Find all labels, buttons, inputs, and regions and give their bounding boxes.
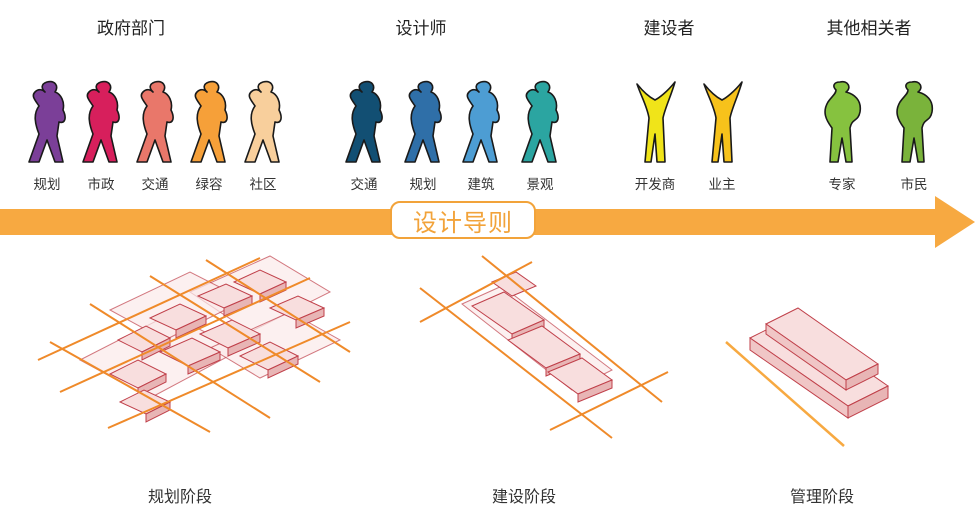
stage-label-management: 管理阶段 [789,487,855,506]
group-title-builders: 建设者 [643,19,695,39]
figure-label-architecture: 建筑 [467,177,495,193]
stage-label-construction: 建设阶段 [491,487,557,506]
figure-label-municipal: 市政 [87,177,115,193]
figure-expert-icon [820,78,864,164]
figure-label-greening: 绿容 [195,177,223,193]
management-guide-line [725,341,845,447]
figure-label-citizen: 市民 [900,177,928,193]
figure-label-landscape: 景观 [526,177,554,193]
figure-citizen-icon [892,78,936,164]
figure-traffic-icon [133,78,177,164]
management-stage-sketch [725,307,889,447]
figure-label-traffic: 交通 [141,177,169,193]
figure-architecture-icon [459,78,503,164]
figure-traffic-designer-icon [342,78,386,164]
figure-label-expert: 专家 [828,177,856,193]
design-guideline-banner: 设计导则 [390,201,536,239]
construction-blocks [461,271,614,403]
planning-stage-sketch [37,255,351,433]
figure-label-traffic-designer: 交通 [350,177,378,193]
group-title-others: 其他相关者 [826,19,912,39]
planning-guide-lines [37,257,351,433]
figure-label-owner: 业主 [708,177,736,193]
figure-owner-icon [700,78,744,164]
construction-stage-sketch [419,255,669,439]
figure-municipal-icon [79,78,123,164]
construction-guide-lines [419,255,669,439]
group-title-designers: 设计师 [395,19,447,39]
figure-label-developer: 开发商 [634,177,676,193]
figure-planning-icon [25,78,69,164]
figure-community-icon [241,78,285,164]
figure-landscape-icon [518,78,562,164]
figure-developer-icon [633,78,677,164]
management-block [749,307,889,419]
figure-greening-icon [187,78,231,164]
figure-label-community: 社区 [249,177,277,193]
figure-planning-designer-icon [401,78,445,164]
figure-label-planning: 规划 [33,177,61,193]
figure-label-planning-designer: 规划 [409,177,437,193]
group-title-government: 政府部门 [97,19,165,39]
design-guideline-label: 设计导则 [413,208,513,237]
stage-label-planning: 规划阶段 [147,487,213,506]
